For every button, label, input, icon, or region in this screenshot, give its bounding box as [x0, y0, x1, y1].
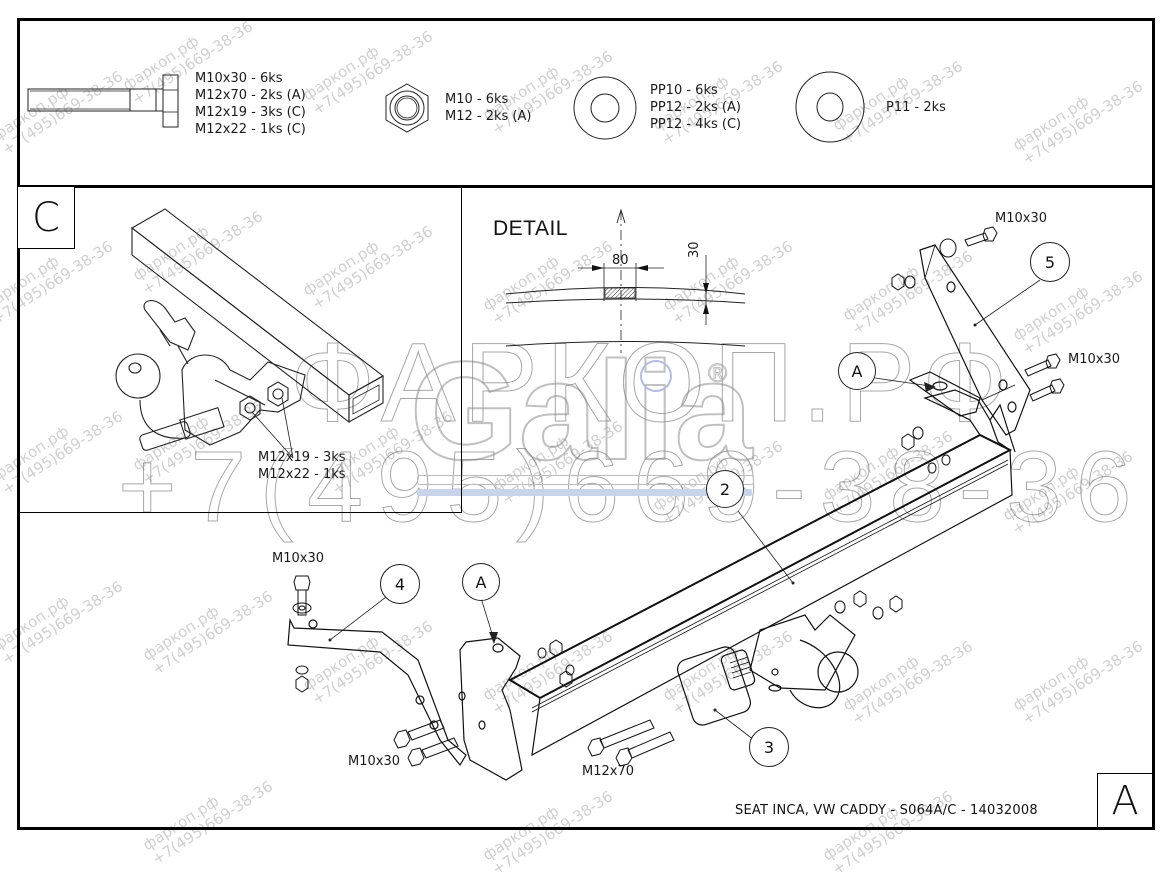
- callout-part-4: 4: [380, 564, 420, 604]
- legend-divider: [17, 185, 1152, 188]
- washer-spec: PP12 - 2ks (A): [650, 100, 741, 115]
- washer-spec: PP10 - 6ks: [650, 83, 718, 98]
- nut-spec: M10 - 6ks: [445, 92, 509, 107]
- towbar-assembly-drawing: [287, 226, 1065, 781]
- label-bolt-top-left: M10x30: [272, 551, 324, 566]
- bolt-note-line: M12x22 - 1ks: [258, 467, 346, 482]
- washer-spec: PP12 - 4ks (C): [650, 117, 742, 132]
- logo-underline-blue: [417, 489, 752, 496]
- flat-washer-list: PP10 - 6ks PP12 - 2ks (A) PP12 - 4ks (C): [650, 82, 741, 133]
- section-c-bottom-border: [17, 512, 462, 513]
- bolt-spec: M12x19 - 3ks (C): [195, 105, 306, 120]
- bolt-spec: M12x70 - 2ks (A): [195, 88, 306, 103]
- large-washer-spec: P11 - 2ks: [886, 100, 946, 115]
- callout-part-3: 3: [749, 727, 789, 767]
- callout-part-5: 5: [1030, 242, 1070, 282]
- label-bolt-top-right: M10x30: [995, 211, 1047, 226]
- bolt-note-line: M12x19 - 3ks: [258, 450, 346, 465]
- logo-underline: [417, 475, 754, 485]
- label-bolt-mid-right: M10x30: [1068, 352, 1120, 367]
- section-c-label: C: [18, 187, 75, 249]
- detail-width-dimension: 80: [612, 253, 629, 268]
- section-c-right-border: [461, 186, 462, 513]
- title-block-text: SEAT INCA, VW CADDY - S064A/C - 14032008: [735, 803, 1038, 818]
- large-washer-icon: [795, 71, 865, 143]
- flat-washer-icon: [573, 76, 637, 140]
- logo-circle-blue: [640, 360, 672, 392]
- callout-part-2: 2: [706, 470, 744, 508]
- hex-bolt-icon: [27, 74, 179, 128]
- callout-point-a-left: A: [462, 563, 500, 601]
- label-bolt-bottom-left: M10x30: [348, 754, 400, 769]
- bolt-list: M10x30 - 6ks M12x70 - 2ks (A) M12x19 - 3…: [195, 70, 306, 138]
- drawing-frame: [17, 18, 1155, 830]
- detail-title: DETAIL: [493, 217, 568, 240]
- hex-nut-icon: [385, 83, 429, 133]
- callout-point-a-right: A: [838, 352, 876, 390]
- section-c-bolt-note: M12x19 - 3ks M12x22 - 1ks: [258, 449, 346, 483]
- detail-dimension-drawing: [505, 208, 746, 353]
- sheet-letter: A: [1097, 773, 1152, 827]
- nut-spec: M12 - 2ks (A): [445, 109, 532, 124]
- bolt-spec: M12x22 - 1ks (C): [195, 122, 306, 137]
- bolt-spec: M10x30 - 6ks: [195, 71, 283, 86]
- nut-list: M10 - 6ks M12 - 2ks (A): [445, 91, 531, 125]
- label-bolt-ball-mount: M12x70: [582, 764, 634, 779]
- section-c-hitch-drawing: [115, 208, 384, 459]
